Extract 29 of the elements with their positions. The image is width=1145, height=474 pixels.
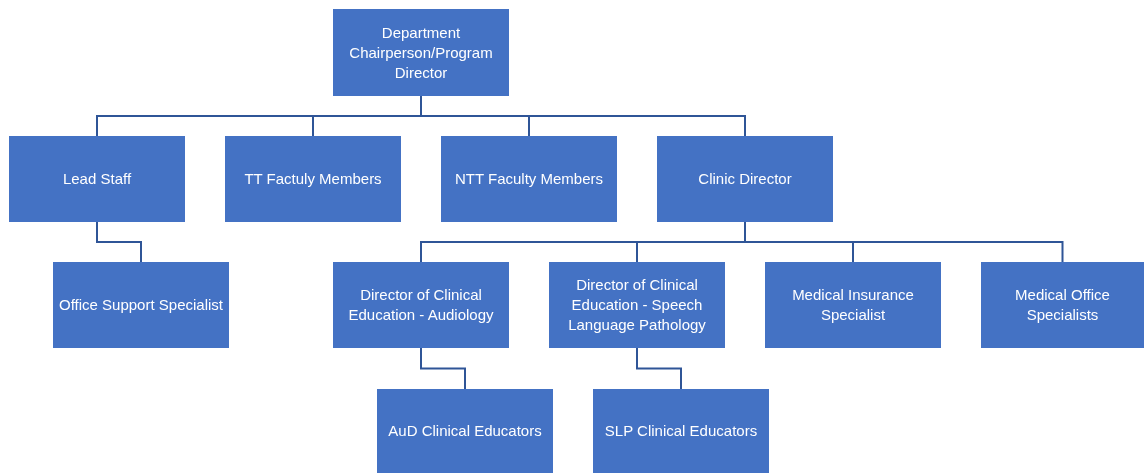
role-title: AuD Clinical Educators — [388, 421, 542, 441]
connector-line — [744, 221, 1064, 263]
org-box — [657, 136, 833, 222]
connector-line — [96, 221, 142, 263]
org-box — [333, 9, 509, 96]
org-box — [765, 262, 941, 348]
role-title: TT Factuly Members — [244, 169, 382, 189]
org-box — [377, 389, 553, 473]
connector-line — [636, 347, 682, 390]
role-title: Office Support Specialist — [59, 295, 223, 315]
role-title: Clinic Director — [698, 169, 792, 189]
role-title: Director of Clinical Education - Speech Language Pathology — [567, 275, 707, 335]
org-box — [441, 136, 617, 222]
org-box — [225, 136, 401, 222]
role-title: Department Chairperson/Program Director — [348, 22, 494, 83]
role-title: NTT Faculty Members — [454, 169, 604, 189]
org-box — [593, 389, 769, 473]
role-title: SLP Clinical Educators — [604, 421, 758, 441]
role-title: Medical Insurance Specialist — [791, 285, 915, 325]
connector-line — [420, 95, 746, 137]
role-title: Director of Clinical Education - Audiology — [347, 285, 495, 325]
org-box — [9, 136, 185, 222]
role-title: Medical Office Specialists — [1014, 285, 1111, 325]
org-box — [981, 262, 1144, 348]
role-title: Lead Staff — [62, 169, 132, 189]
org-box — [333, 262, 509, 348]
org-box — [549, 262, 725, 348]
org-box — [53, 262, 229, 348]
connector-line — [420, 347, 466, 390]
